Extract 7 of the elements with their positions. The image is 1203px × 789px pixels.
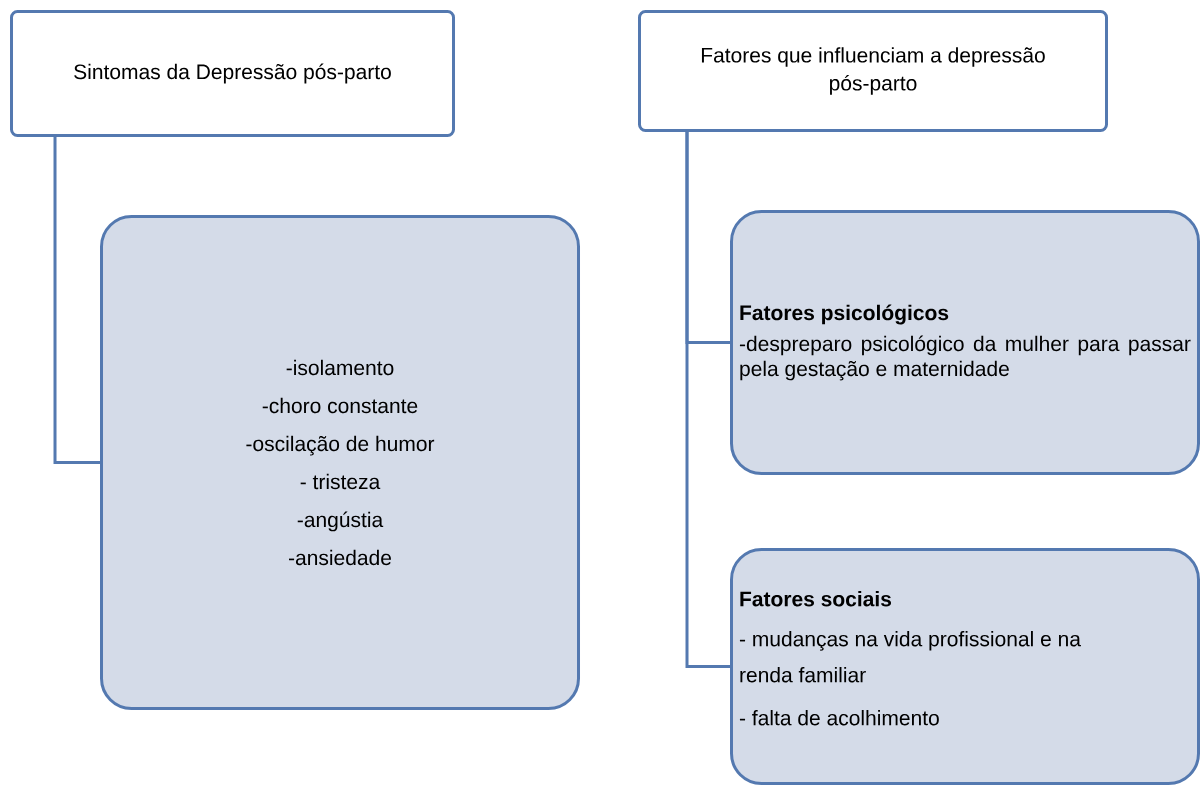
factor-box: Fatores psicológicos -despreparo psicológico da mulher para passar pela gestação e maternidade	[730, 210, 1200, 475]
connector-line	[53, 135, 100, 464]
heading-box: Fatores que influenciam a depressão pós-parto	[638, 10, 1108, 132]
symptom-box: -isolamento -choro constante -oscilação de humor - tristeza -angústia -ansiedade	[100, 215, 580, 710]
connector-line	[685, 130, 730, 668]
heading-box: Sintomas da Depressão pós-parto	[10, 10, 455, 137]
factor-box: Fatores sociais - mudanças na vida profissional e na renda familiar - falta de acolhimento	[730, 548, 1200, 785]
